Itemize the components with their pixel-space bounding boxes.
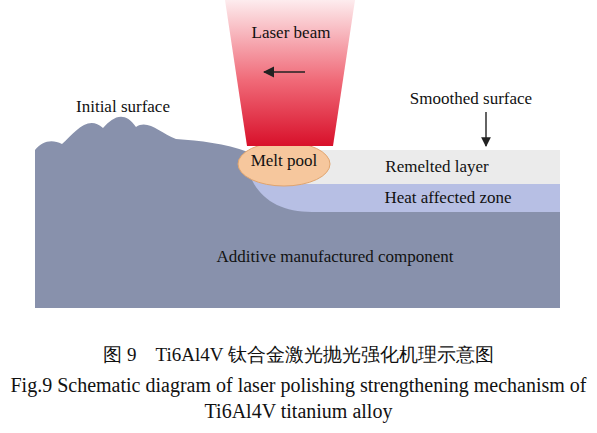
melt-pool-shape bbox=[238, 142, 330, 186]
node-label: Melt pool bbox=[251, 151, 318, 171]
leader-arrow bbox=[485, 112, 486, 146]
node-label: Additive manufactured component bbox=[217, 247, 454, 267]
figure-caption-en: Fig.9 Schematic diagram of laser polishi… bbox=[4, 372, 593, 424]
node-label: Remelted layer bbox=[385, 157, 488, 177]
heat-zone-box: Heat affected zone bbox=[384, 188, 511, 208]
node-label: Heat affected zone bbox=[384, 188, 511, 208]
surface-label: Smoothed surface bbox=[410, 89, 532, 109]
laser-beam-shape bbox=[225, 0, 355, 146]
node-label: Laser beam bbox=[252, 23, 331, 43]
figure-caption: 图 9 Ti6Al4V 钛合金激光抛光强化机理示意图 bbox=[4, 342, 593, 368]
component-box: Additive manufactured component bbox=[217, 247, 454, 267]
scan-direction-arrow bbox=[264, 71, 305, 73]
remelted-layer-box: Remelted layer bbox=[385, 157, 488, 177]
remelted-layer bbox=[290, 150, 560, 184]
laser-beam-box: Laser beam bbox=[252, 23, 331, 43]
melt-pool-box: Melt pool bbox=[251, 151, 318, 171]
surface-label: Initial surface bbox=[76, 97, 170, 117]
